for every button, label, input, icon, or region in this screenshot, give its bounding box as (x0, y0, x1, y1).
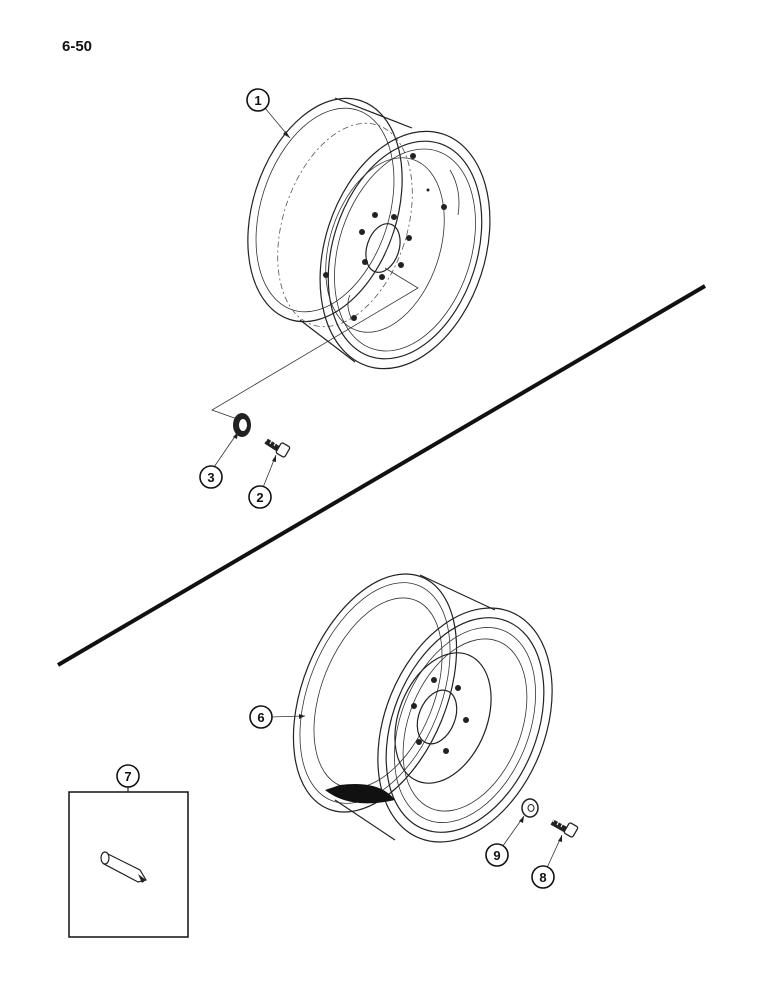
callout-6: 6 (249, 705, 273, 729)
callout-label-6: 6 (257, 710, 264, 725)
callout-label-1: 1 (254, 93, 261, 108)
bolt-rear-part (264, 436, 291, 458)
washer-front-part (521, 798, 539, 818)
callout-1: 1 (246, 88, 270, 112)
rear-wheel-rim (247, 97, 491, 370)
callout-label-7: 7 (124, 769, 131, 784)
callout-2: 2 (248, 485, 272, 509)
callout-7: 7 (116, 764, 140, 788)
rear-washer-leader (211, 267, 419, 421)
callout-9: 9 (485, 843, 509, 867)
washer-rear-part (233, 413, 251, 437)
callout-3: 3 (199, 465, 223, 489)
front-wheel-rim (292, 573, 553, 843)
callout-label-3: 3 (207, 470, 214, 485)
page-number: 6-50 (62, 38, 93, 55)
callout-label-9: 9 (493, 848, 500, 863)
callout-8: 8 (531, 865, 555, 889)
callout-label-8: 8 (539, 870, 546, 885)
callout-label-2: 2 (256, 490, 263, 505)
divider-line (56, 284, 707, 667)
valve-stem-part (100, 851, 147, 883)
callout-arrowheads (233, 131, 562, 842)
bolt-front-part (550, 817, 579, 838)
